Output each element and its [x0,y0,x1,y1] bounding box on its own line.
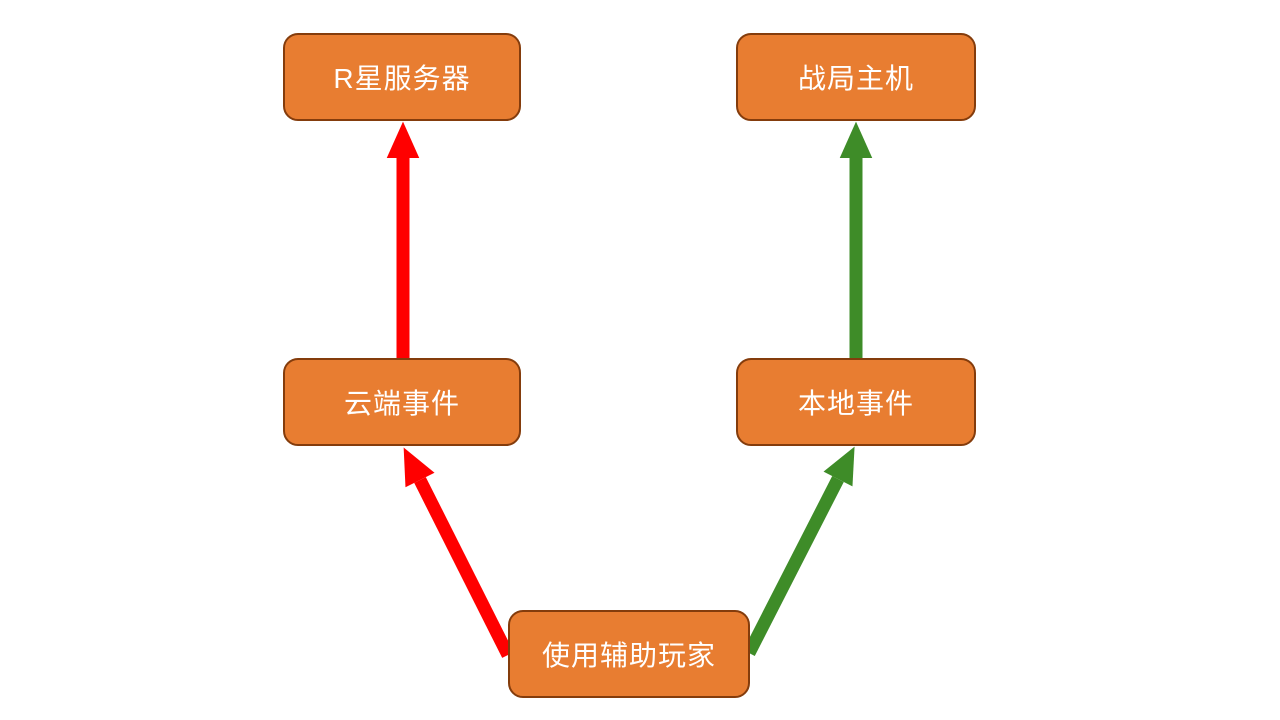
arrow-assist-player-to-local-event [743,446,855,656]
node-assist-player: 使用辅助玩家 [508,610,750,698]
node-session-host: 战局主机 [736,33,976,121]
node-assist-player-label: 使用辅助玩家 [541,640,716,671]
node-rstar-server: R星服务器 [283,33,521,121]
node-rstar-server-label: R星服务器 [333,63,471,94]
arrow-assist-player-to-cloud-event [403,447,514,658]
node-local-event-label: 本地事件 [797,388,914,419]
node-cloud-event: 云端事件 [283,358,521,446]
node-local-event: 本地事件 [736,358,976,446]
node-cloud-event-label: 云端事件 [343,388,460,419]
node-session-host-label: 战局主机 [797,63,914,94]
